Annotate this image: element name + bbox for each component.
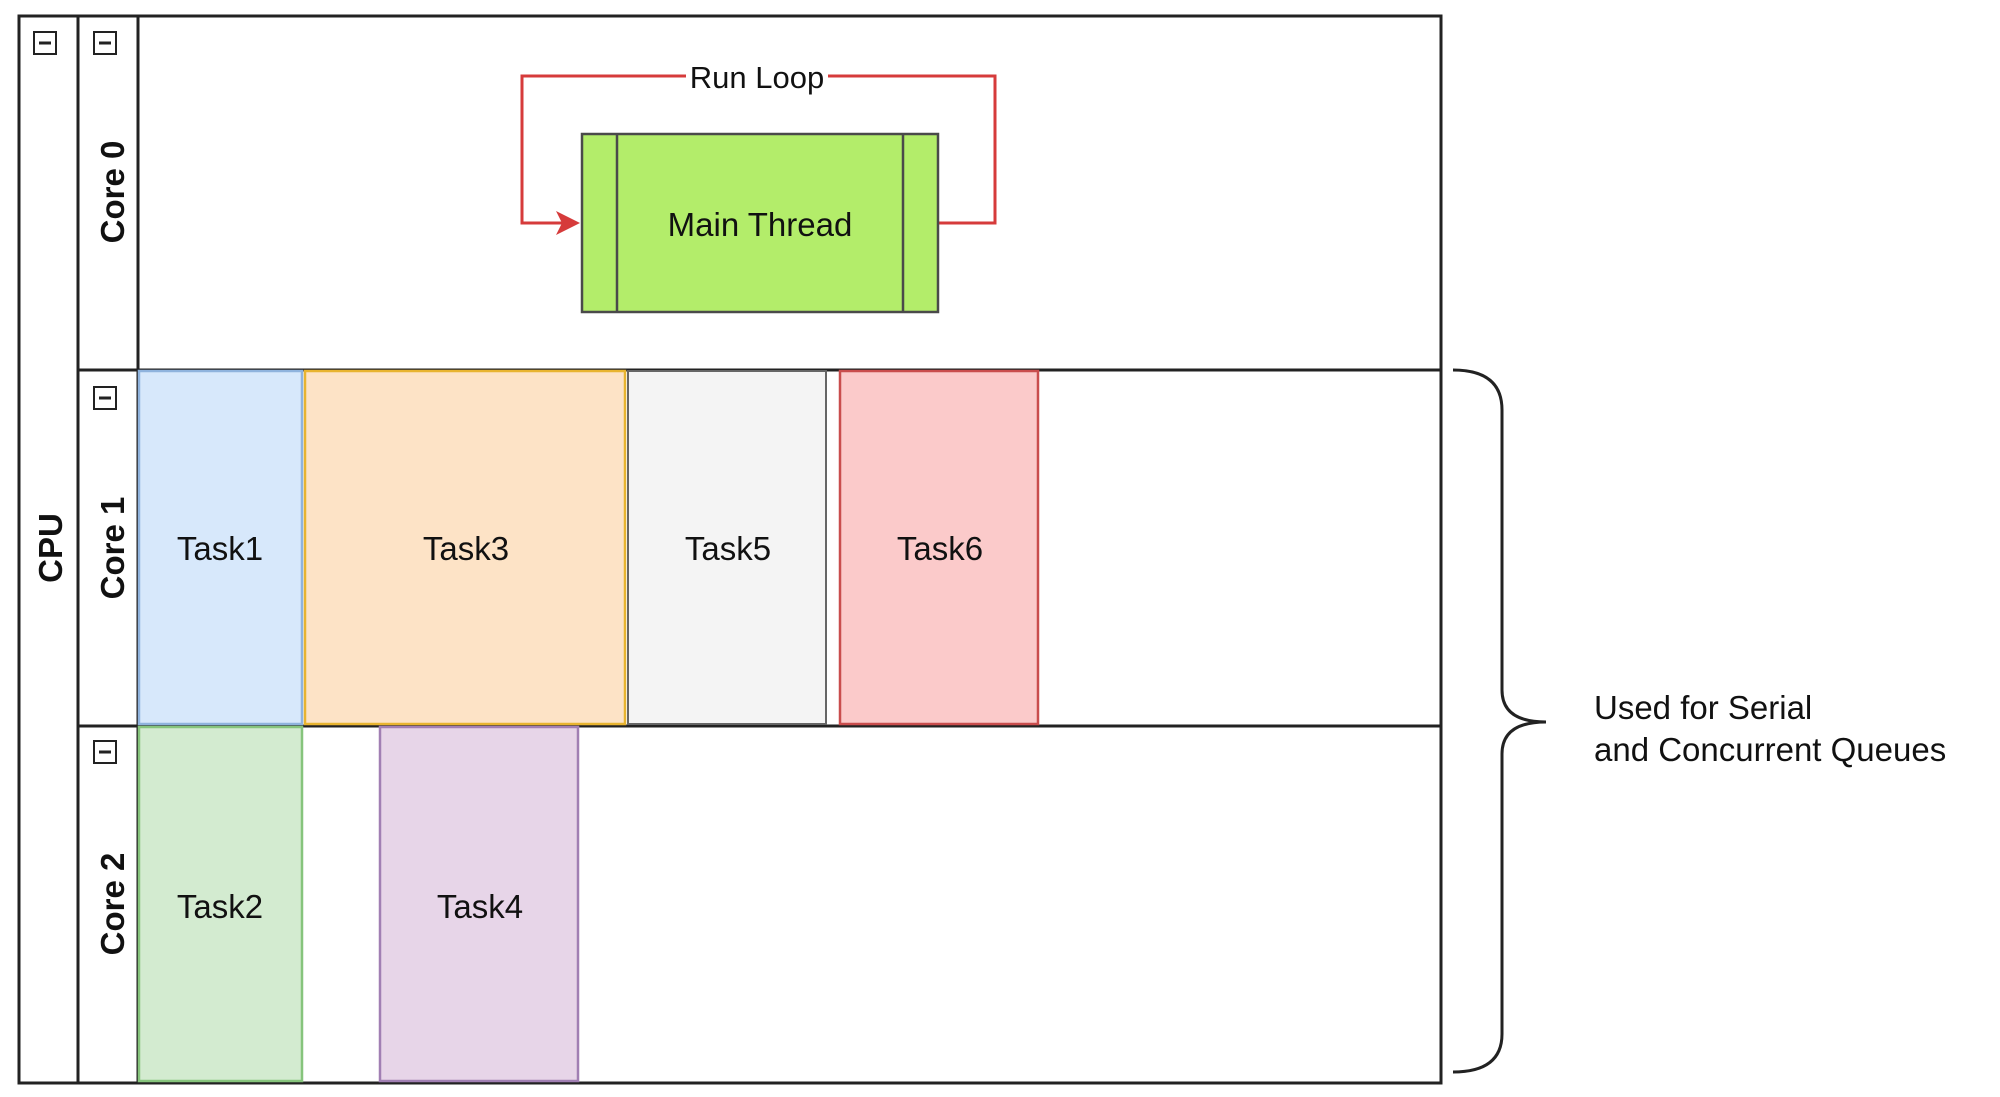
run-loop-label: Run Loop — [690, 60, 824, 95]
curly-brace-icon — [1452, 368, 1547, 1074]
minus-square-icon[interactable] — [33, 31, 57, 55]
minus-square-icon[interactable] — [93, 386, 117, 410]
minus-square-icon[interactable] — [93, 31, 117, 55]
task-label: Task4 — [437, 888, 523, 925]
task-label: Task3 — [423, 530, 509, 567]
lane-title-core2: Core 2 — [94, 853, 131, 956]
minus-square-icon[interactable] — [93, 740, 117, 764]
task-block-task6[interactable]: Task6 — [838, 369, 1040, 726]
lane-title-core0: Core 0 — [94, 141, 131, 244]
task-block-task4[interactable]: Task4 — [378, 725, 580, 1083]
task-block-task2[interactable]: Task2 — [137, 725, 304, 1083]
task-label: Task1 — [177, 530, 263, 567]
task-label: Task5 — [685, 530, 771, 567]
task-block-task5[interactable]: Task5 — [627, 370, 827, 725]
main-thread-block[interactable]: Main Thread — [580, 132, 940, 314]
task-label: Task2 — [177, 888, 263, 925]
run-loop-label-background — [686, 58, 828, 94]
main-thread-label: Main Thread — [668, 206, 853, 243]
lane-title-core1: Core 1 — [94, 497, 131, 600]
arrow-head-icon — [556, 211, 580, 235]
annotation-line-2: and Concurrent Queues — [1594, 731, 1946, 768]
task-label: Task6 — [897, 530, 983, 567]
task-block-task1[interactable]: Task1 — [137, 369, 304, 726]
task-block-task3[interactable]: Task3 — [303, 369, 627, 726]
annotation-line-1: Used for Serial — [1594, 689, 1812, 726]
pool-title: CPU — [32, 513, 69, 583]
